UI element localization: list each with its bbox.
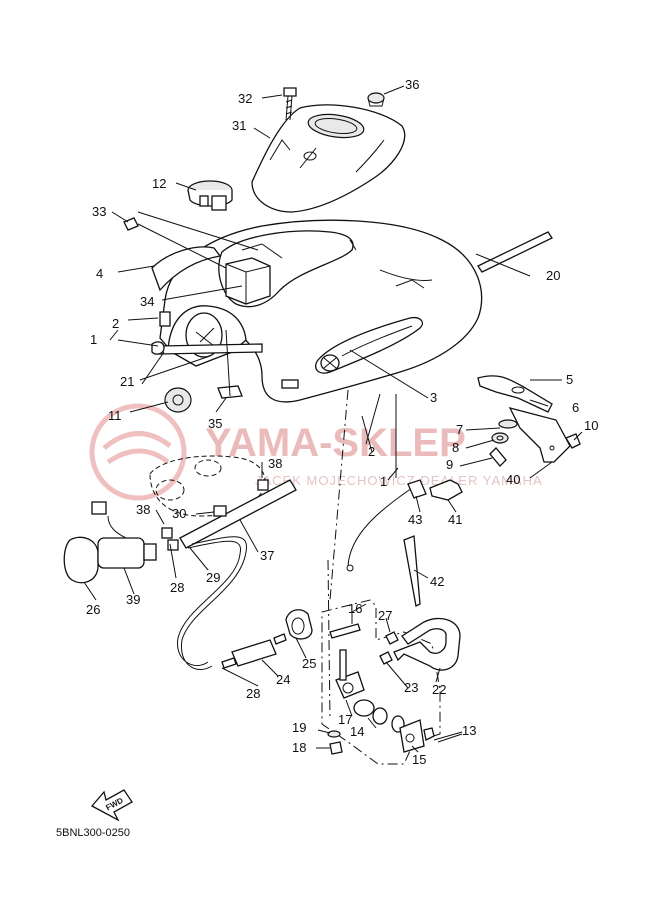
damper-11 (164, 387, 192, 413)
callout-label: 29 (206, 570, 220, 585)
cap-36 (367, 92, 385, 104)
callout-label: 24 (276, 672, 290, 687)
callout-label: 15 (412, 752, 426, 767)
callout-label: 31 (232, 118, 246, 133)
callout-label: 39 (126, 592, 140, 607)
callout-label: 34 (140, 294, 154, 309)
fuel-pump-motor (63, 501, 157, 584)
callout-label: 28 (246, 686, 260, 701)
callout-label: 41 (448, 512, 462, 527)
tank-cover (251, 104, 406, 213)
callout-label: 42 (430, 574, 444, 589)
callout-label: 38 (268, 456, 282, 471)
bracket-6 (508, 407, 571, 463)
callout-label: 26 (86, 602, 100, 617)
callout-label: 7 (456, 422, 463, 437)
callout-label: 22 (432, 682, 446, 697)
callout-label: 40 (506, 472, 520, 487)
callout-label: 21 (120, 374, 134, 389)
washer-7 (498, 419, 518, 429)
callout-label: 11 (108, 408, 122, 423)
callout-label: 14 (350, 724, 364, 739)
watermark: YAMA-SKLEP JACEK MOJECHOWICZ DEALER YAMA… (89, 403, 543, 501)
watermark-main: YAMA-SKLEP (205, 421, 466, 465)
hose-22 (393, 617, 461, 671)
callout-label: 10 (584, 418, 598, 433)
callout-label: 1 (380, 474, 387, 489)
clip-33 (123, 217, 139, 231)
diagram-code: 5BNL300-0250 (56, 827, 130, 839)
callout-label: 13 (462, 723, 476, 738)
watermark-sub: JACEK MOJECHOWICZ DEALER YAMAHA (255, 473, 543, 488)
callout-label: 27 (378, 608, 392, 623)
fwd-arrow-icon: FWD (90, 789, 133, 822)
callout-label: 6 (572, 400, 579, 415)
callout-label: 19 (292, 720, 306, 735)
callout-label: 35 (208, 416, 222, 431)
callout-label: 1 (90, 332, 97, 347)
callout-label: 2 (368, 444, 375, 459)
callout-label: 5 (566, 372, 573, 387)
fuel-cock-assembly (321, 599, 441, 765)
callout-label: 23 (404, 680, 418, 695)
callout-labels: 1 1 2 2 3 4 5 6 7 8 9 10 11 12 13 14 15 … (86, 77, 598, 767)
callout-label: 3 (430, 390, 437, 405)
callout-label: 12 (152, 176, 166, 191)
callout-label: 18 (292, 740, 306, 755)
cable-tie-42 (403, 535, 421, 607)
callout-label: 37 (260, 548, 274, 563)
callout-label: 20 (546, 268, 560, 283)
strip-20 (477, 231, 553, 273)
washer-8 (491, 432, 509, 444)
hose-joint-25 (285, 609, 313, 640)
fuel-cap (187, 180, 233, 211)
callout-label: 28 (170, 580, 184, 595)
bracket-5 (477, 375, 553, 413)
callout-label: 32 (238, 91, 252, 106)
callout-label: 4 (96, 266, 103, 281)
callout-label: 2 (112, 316, 119, 331)
valve-41 (429, 479, 463, 501)
cable-43 (346, 479, 427, 572)
callout-label: 9 (446, 457, 453, 472)
fuel-hose (177, 536, 247, 671)
callout-label: 30 (172, 506, 186, 521)
callout-label: 38 (136, 502, 150, 517)
damper-rod-21 (159, 343, 263, 355)
callout-label: 36 (405, 77, 419, 92)
bolt-32 (283, 87, 297, 121)
fuel-filter-24 (221, 633, 287, 669)
callout-label: 43 (408, 512, 422, 527)
callout-label: 8 (452, 440, 459, 455)
callout-label: 17 (338, 712, 352, 727)
fuel-pump-unit (149, 455, 297, 551)
fuel-tank (151, 219, 483, 403)
callout-label: 33 (92, 204, 106, 219)
leader-lines (83, 85, 583, 753)
bolt-9 (489, 447, 507, 467)
callout-label: 25 (302, 656, 316, 671)
callout-label: 16 (348, 601, 362, 616)
